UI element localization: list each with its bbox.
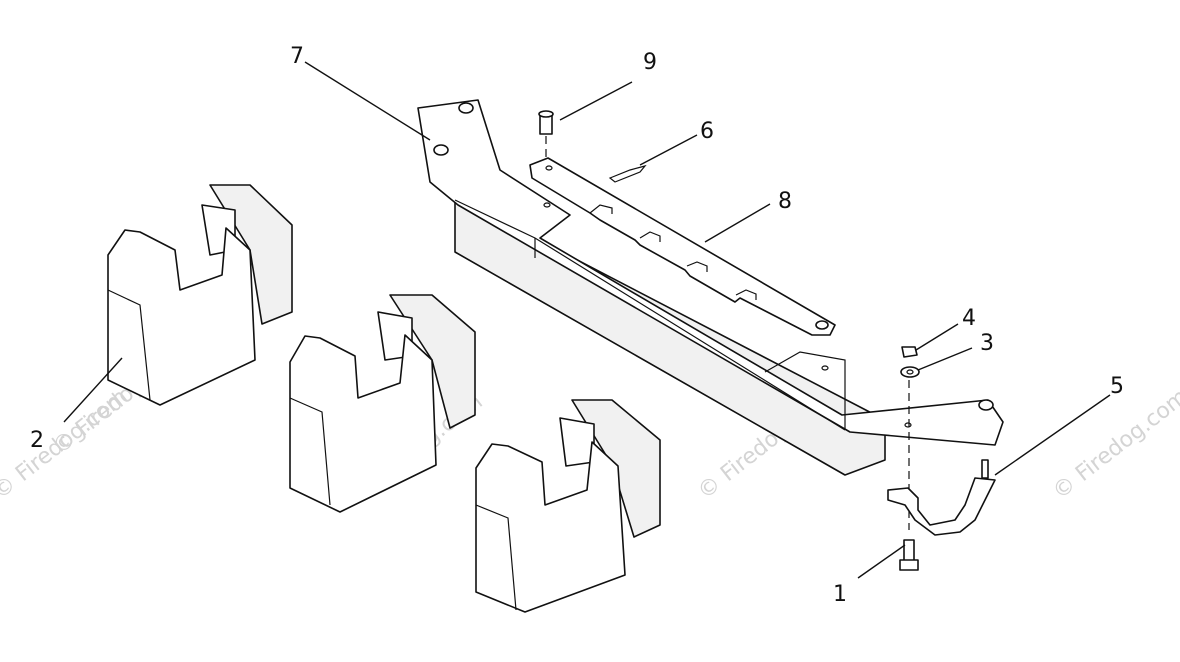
leader-2 bbox=[63, 357, 123, 423]
callout-9: 9 bbox=[643, 50, 657, 75]
callout-6: 6 bbox=[700, 119, 714, 144]
pin-part-9 bbox=[538, 110, 554, 135]
suitcase-weight-1 bbox=[107, 184, 293, 406]
nut-part-4 bbox=[901, 346, 918, 358]
hairpin-clip-part-6 bbox=[608, 164, 647, 183]
leader-8 bbox=[704, 203, 771, 243]
callout-4: 4 bbox=[962, 306, 976, 331]
callout-labels: 1 2 3 4 5 6 7 8 9 bbox=[30, 44, 1124, 607]
weight-bracket bbox=[417, 99, 1004, 476]
callout-2: 2 bbox=[30, 428, 44, 453]
callout-5: 5 bbox=[1110, 374, 1124, 399]
leader-1 bbox=[857, 544, 906, 579]
leader-7 bbox=[304, 61, 431, 141]
leader-5 bbox=[994, 394, 1111, 476]
callout-7: 7 bbox=[290, 44, 304, 69]
notched-bar bbox=[529, 157, 836, 336]
leader-4 bbox=[915, 323, 959, 351]
leader-3 bbox=[917, 347, 973, 371]
watermark-5: © Firedog.com bbox=[1048, 384, 1180, 504]
leader-9 bbox=[559, 81, 633, 121]
callout-8: 8 bbox=[778, 189, 792, 214]
suitcase-weight-2 bbox=[289, 294, 476, 513]
callout-1: 1 bbox=[833, 582, 847, 607]
clamp-bracket-part-5 bbox=[887, 459, 996, 536]
leader-lines bbox=[63, 61, 1111, 579]
leader-6 bbox=[639, 134, 698, 166]
washer-part-3 bbox=[900, 366, 920, 378]
callout-3: 3 bbox=[980, 331, 994, 356]
suitcase-weight-3 bbox=[475, 399, 661, 613]
bolt-part-1 bbox=[899, 539, 919, 571]
